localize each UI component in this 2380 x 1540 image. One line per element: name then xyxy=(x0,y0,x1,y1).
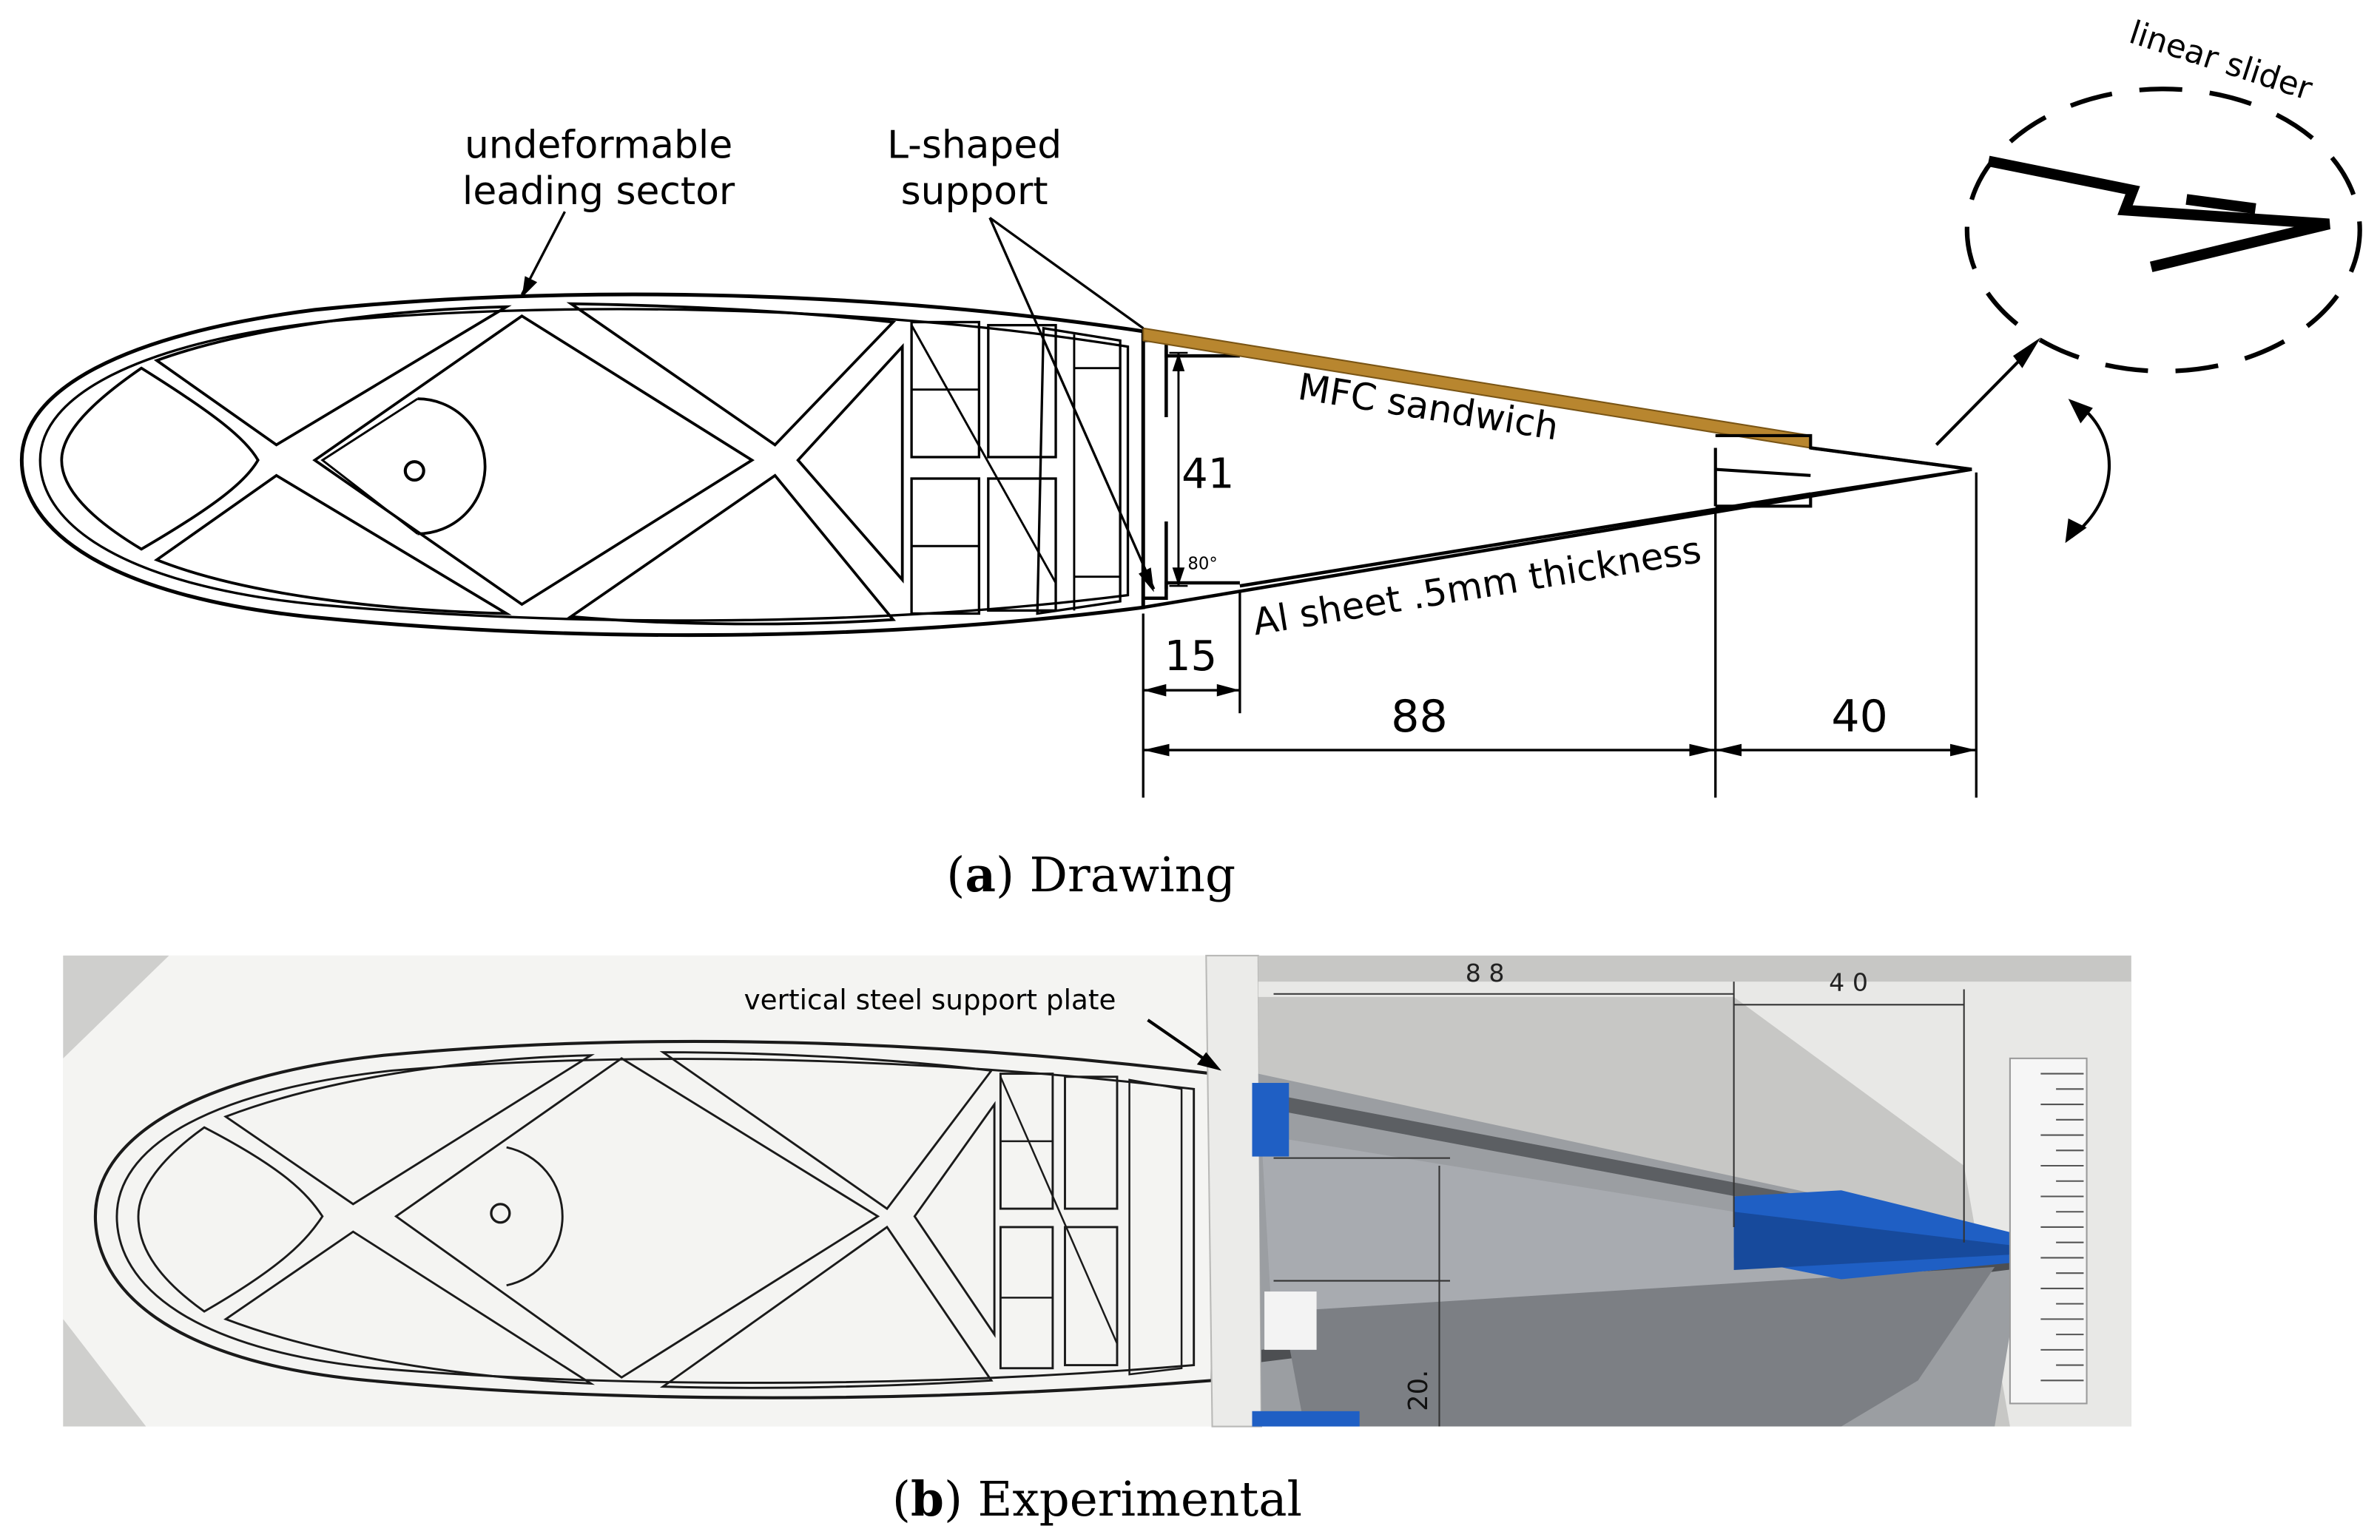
paper-sheet xyxy=(63,955,1247,1427)
dim-41: 41 xyxy=(1181,450,1234,498)
leader-lines xyxy=(520,211,1156,590)
dim-40: 40 xyxy=(1831,691,1888,743)
label-leading-sector-line2: leading sector xyxy=(462,169,735,214)
caption-a: (a) Drawing xyxy=(946,848,1235,903)
trailing-wedge xyxy=(1713,433,1972,508)
printed-airfoil xyxy=(93,1039,1214,1399)
dimension-arrowheads xyxy=(1143,352,1977,757)
label-leading-sector-line1: undeformable xyxy=(465,124,732,168)
ruler xyxy=(2009,1057,2088,1405)
dim-88: 88 xyxy=(1391,691,1448,743)
panel-b-photo: 8 8 4 0 20. vertical steel support plate… xyxy=(63,954,2131,1527)
l-shaped-support xyxy=(1143,339,1240,601)
label-l-support-line1: L-shaped xyxy=(887,124,1062,168)
panel-a-drawing: undeformable leading sector L-shaped sup… xyxy=(19,14,2362,903)
slider-indicator xyxy=(1935,87,2362,544)
photo-dim-side: 20. xyxy=(1403,1370,1434,1411)
photo-trailing-section: 8 8 4 0 20. xyxy=(1252,955,2131,1427)
label-steel-plate: vertical steel support plate xyxy=(744,983,1116,1016)
photo-dim-88: 8 8 xyxy=(1466,959,1505,987)
airfoil-structure xyxy=(19,292,1145,638)
steel-support-plate xyxy=(1205,954,1262,1428)
leader-arrowheads xyxy=(522,276,1154,592)
caption-b: (b) Experimental xyxy=(892,1472,1302,1527)
dim-15: 15 xyxy=(1164,632,1217,680)
label-al-sheet: Al sheet .5mm thickness xyxy=(1250,528,1704,644)
label-l-support-line2: support xyxy=(901,169,1048,214)
dim-80-deg: 80° xyxy=(1187,554,1217,573)
photo-dim-40: 4 0 xyxy=(1829,968,1868,997)
steel-plate-leader xyxy=(1147,1019,1213,1066)
